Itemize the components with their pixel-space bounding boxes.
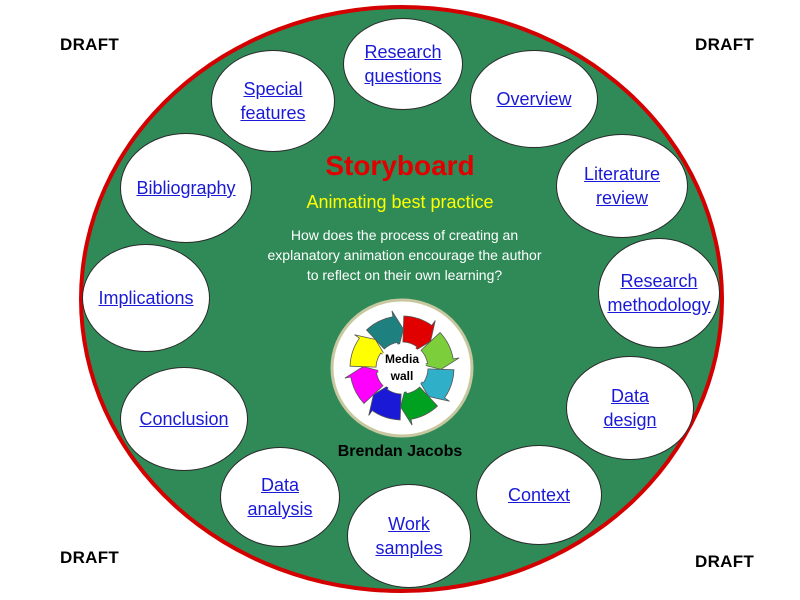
node-data-design[interactable]: Data design <box>566 356 694 460</box>
draft-label-bottom-right: DRAFT <box>695 552 755 571</box>
node-implications[interactable]: Implications <box>82 244 210 352</box>
link-data-design[interactable]: Data design <box>603 386 657 430</box>
media-wall-label: Media wall <box>384 352 419 383</box>
link-research-questions[interactable]: Research questions <box>364 42 442 86</box>
node-bibliography[interactable]: Bibliography <box>120 133 252 243</box>
node-work-samples[interactable]: Work samples <box>347 484 471 588</box>
diagram-title: Storyboard <box>325 150 475 181</box>
media-wall-cycle-icon[interactable] <box>330 298 474 438</box>
link-literature-review[interactable]: Literature review <box>583 164 661 208</box>
author-name: Brendan Jacobs <box>337 443 463 460</box>
link-conclusion[interactable]: Conclusion <box>139 409 229 429</box>
link-work-samples[interactable]: Work samples <box>375 514 443 558</box>
link-overview[interactable]: Overview <box>496 89 572 109</box>
link-bibliography[interactable]: Bibliography <box>136 178 236 198</box>
node-overview[interactable]: Overview <box>470 50 598 148</box>
node-special-features[interactable]: Special features <box>211 50 335 152</box>
diagram-subtitle: Animating best practice <box>306 192 494 212</box>
node-conclusion[interactable]: Conclusion <box>120 367 248 471</box>
link-data-analysis[interactable]: Data analysis <box>247 475 313 519</box>
link-context[interactable]: Context <box>507 485 571 505</box>
draft-label-top-left: DRAFT <box>60 35 120 54</box>
link-implications[interactable]: Implications <box>98 288 194 308</box>
node-research-questions[interactable]: Research questions <box>343 18 463 110</box>
draft-label-bottom-left: DRAFT <box>60 548 120 567</box>
node-research-methodology[interactable]: Research methodology <box>598 238 720 348</box>
cycle-arrow-segment <box>365 310 404 350</box>
node-literature-review[interactable]: Literature review <box>556 134 688 238</box>
node-data-analysis[interactable]: Data analysis <box>220 447 340 547</box>
cycle-arrows <box>344 310 460 426</box>
draft-label-top-right: DRAFT <box>695 35 755 54</box>
research-question-text: How does the process of creating an expl… <box>267 227 542 283</box>
node-context[interactable]: Context <box>476 445 602 545</box>
link-special-features[interactable]: Special features <box>240 79 306 123</box>
link-research-methodology[interactable]: Research methodology <box>607 271 711 315</box>
